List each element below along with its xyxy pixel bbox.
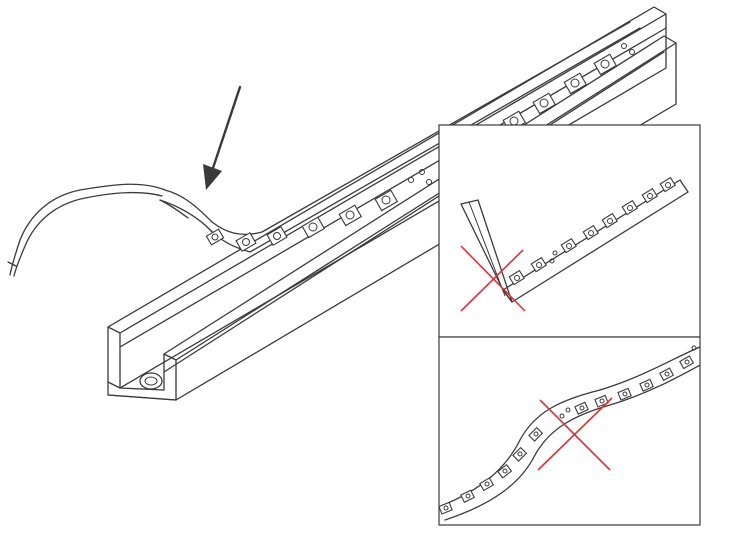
inset-no-side-bend — [438, 336, 701, 526]
inset-no-sharp-fold — [438, 124, 701, 338]
arrow-down-icon — [203, 85, 242, 190]
screw-hole — [139, 372, 163, 390]
cross-mark-icon — [537, 397, 613, 471]
cross-mark-icon — [460, 245, 526, 312]
led-strip — [7, 21, 641, 277]
